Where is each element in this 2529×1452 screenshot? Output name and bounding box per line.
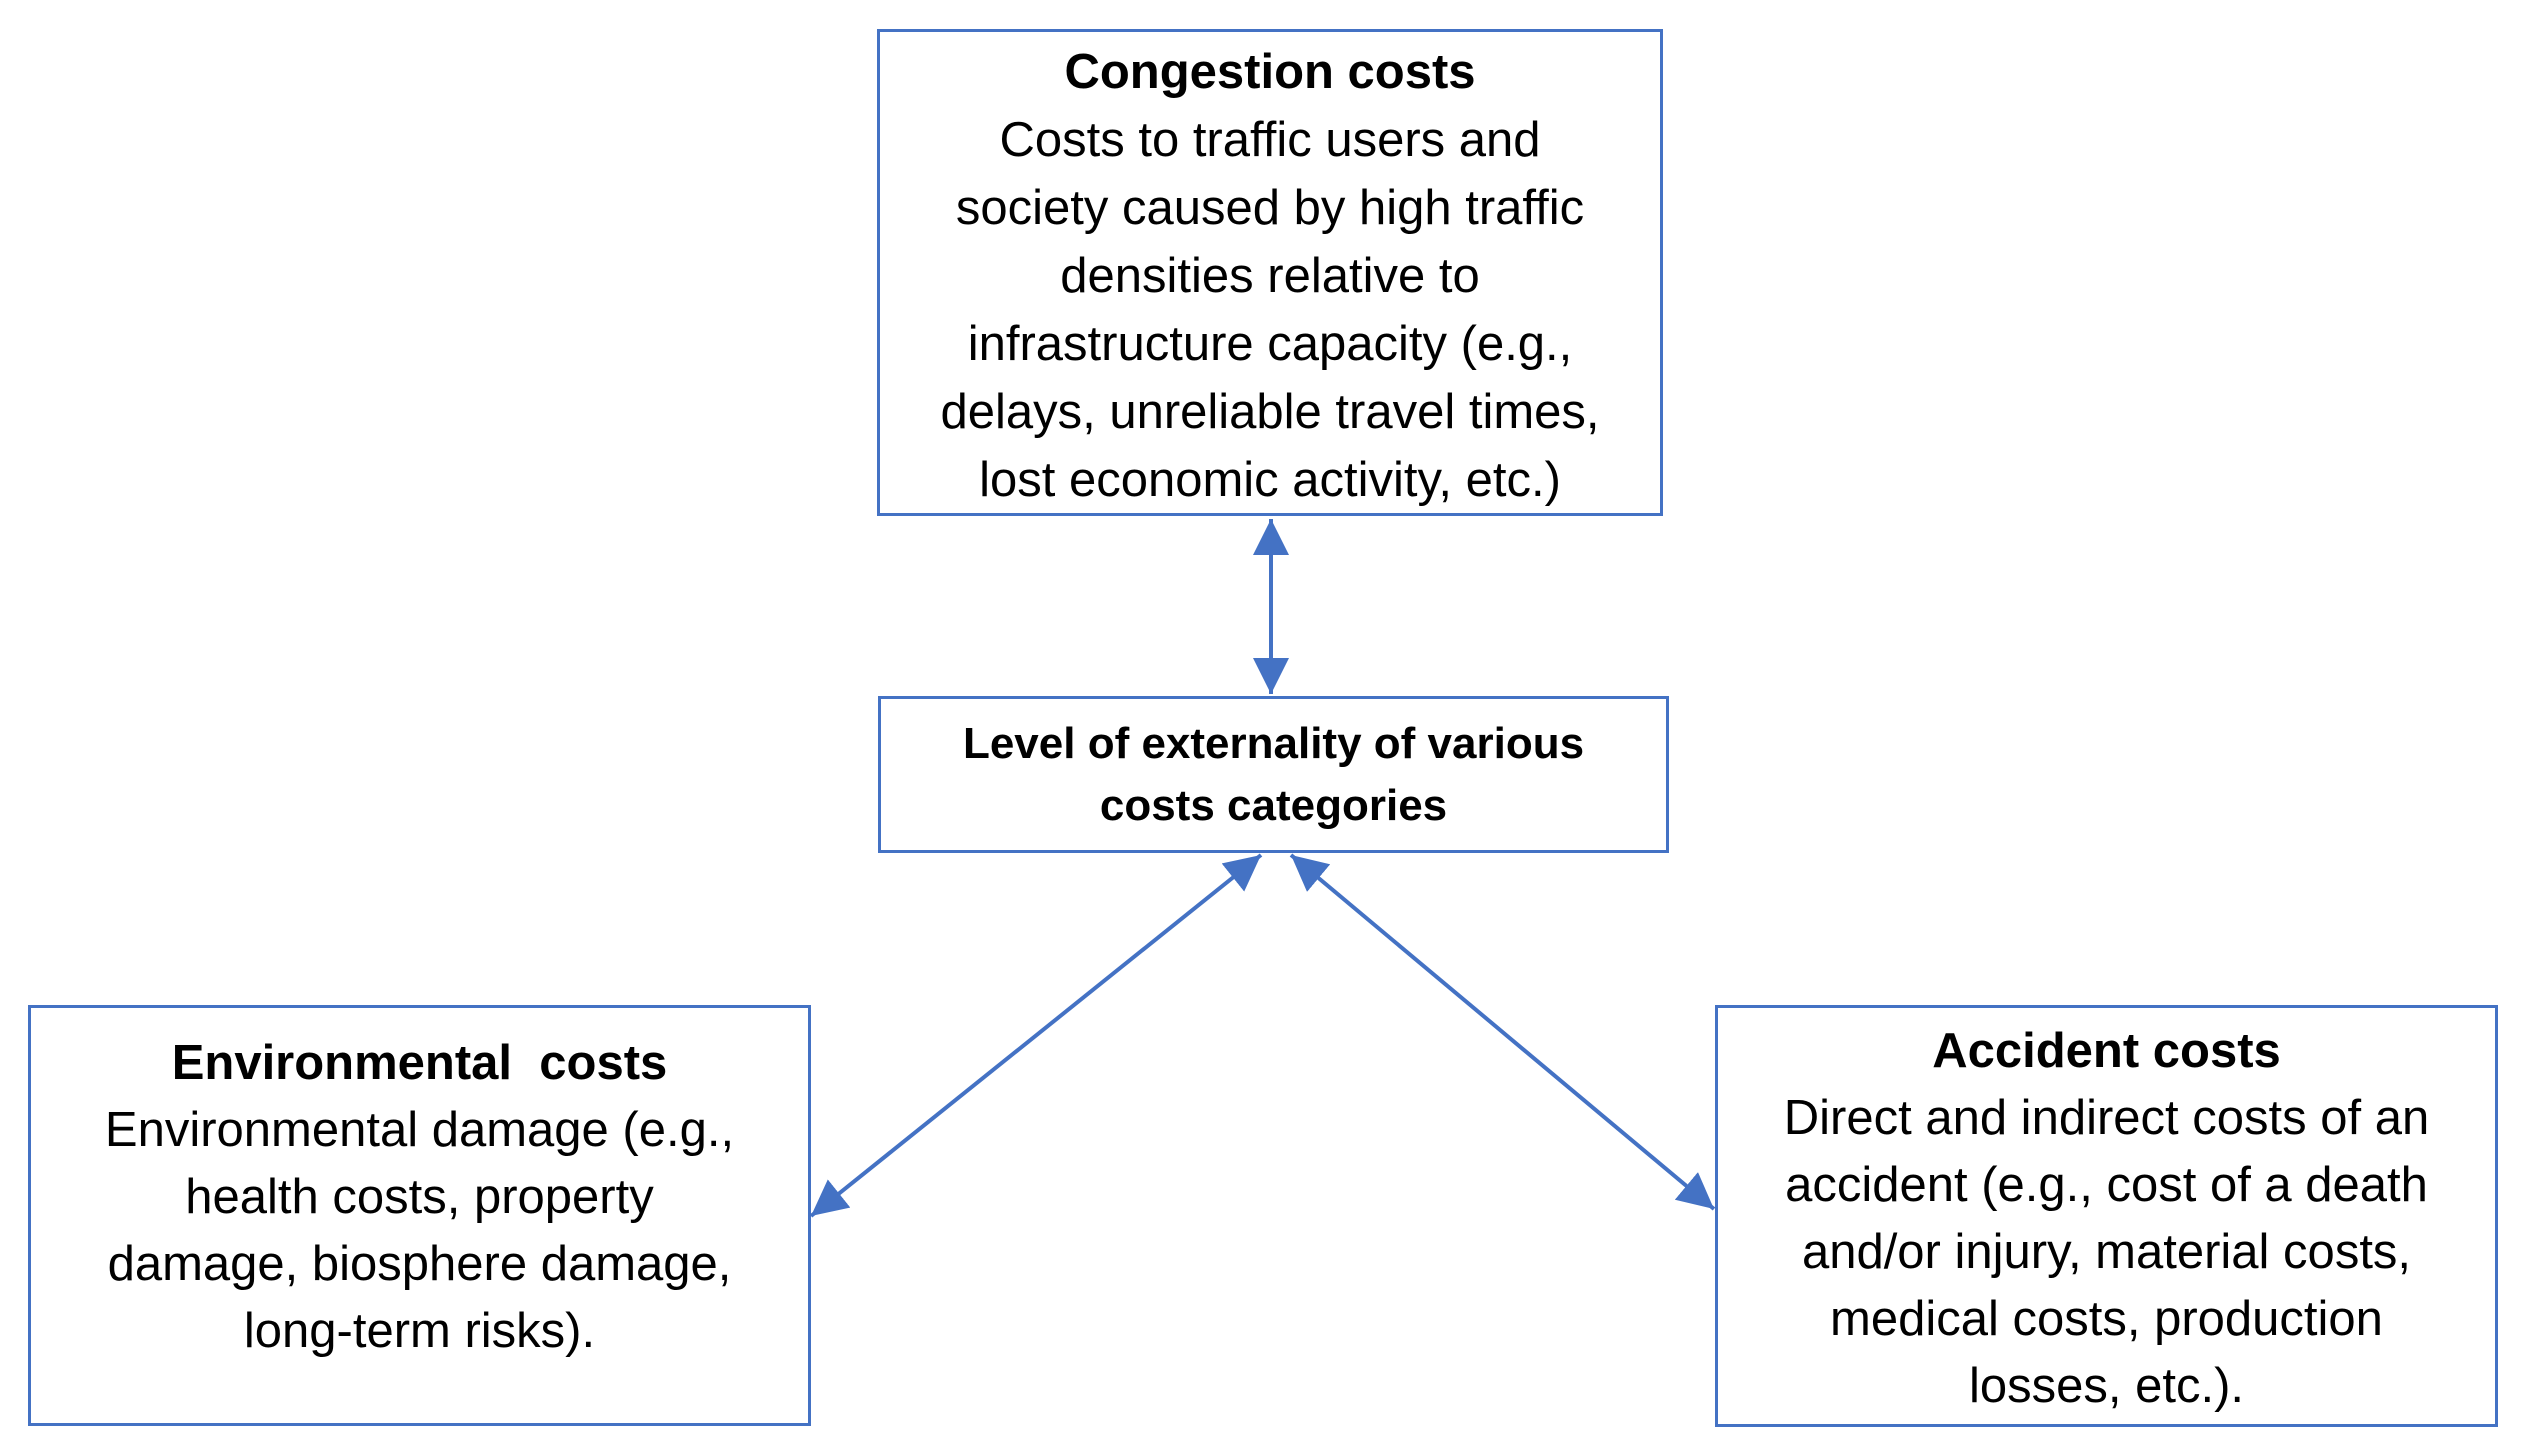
arrow-externality-environmental — [809, 853, 1263, 1218]
congestion-costs-text-line: densities relative to — [1060, 249, 1480, 303]
environmental-costs-text-line: long-term risks). — [243, 1304, 596, 1358]
accident-costs-box: Accident costs Direct and indirect costs… — [1715, 1005, 2498, 1427]
congestion-costs-title: Congestion costs — [1064, 45, 1476, 99]
congestion-costs-text-line: infrastructure capacity (e.g., — [967, 317, 1573, 371]
congestion-costs-text-line: society caused by high traffic — [955, 181, 1585, 235]
accident-costs-text-line: Direct and indirect costs of an — [1783, 1091, 2430, 1145]
accident-costs-text-line: and/or injury, material costs, — [1801, 1225, 2412, 1279]
congestion-costs-text-line: lost economic activity, etc.) — [979, 453, 1561, 507]
externality-level-box: Level of externality of various costs ca… — [878, 696, 1669, 853]
environmental-costs-text-line: Environmental damage (e.g., — [104, 1103, 735, 1157]
environmental-costs-title: Environmental costs — [171, 1036, 668, 1090]
environmental-costs-box: Environmental costs Environmental damage… — [28, 1005, 811, 1426]
accident-costs-text-line: accident (e.g., cost of a death — [1785, 1158, 2428, 1212]
congestion-costs-box: Congestion costs Costs to traffic users … — [877, 29, 1663, 516]
accident-costs-text-line: medical costs, production — [1830, 1292, 2383, 1346]
externality-level-text-line: costs categories — [1099, 780, 1448, 830]
environmental-costs-text-line: health costs, property — [185, 1170, 654, 1224]
externality-level-text-line: Level of externality of various — [962, 718, 1585, 768]
accident-costs-title: Accident costs — [1932, 1024, 2281, 1078]
arrow-externality-accident — [1289, 853, 1716, 1211]
accident-costs-text-line: losses, etc.). — [1968, 1359, 2245, 1413]
congestion-costs-text-line: Costs to traffic users and — [999, 113, 1541, 167]
congestion-costs-text-line: delays, unreliable travel times, — [940, 385, 1600, 439]
environmental-costs-text-line: damage, biosphere damage, — [107, 1237, 732, 1291]
